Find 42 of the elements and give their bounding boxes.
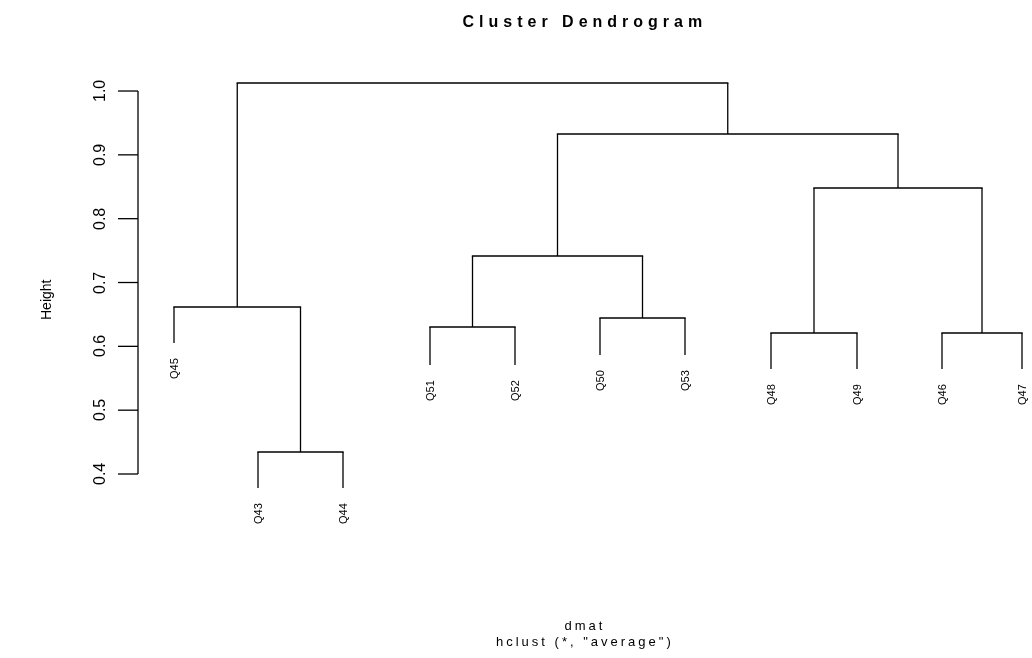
dendrogram-branch	[471, 255, 474, 328]
dendrogram-branch	[813, 187, 815, 334]
dendrogram-branch	[897, 133, 899, 189]
leaf-label: Q51	[424, 380, 436, 401]
leaf-label: Q50	[594, 370, 606, 391]
leaf-label: Q52	[509, 380, 521, 401]
leaf-label: Q48	[765, 384, 777, 405]
dendrogram-branch	[856, 332, 858, 370]
tick-label: 0.8	[92, 207, 108, 230]
dendrogram-branch	[599, 317, 601, 356]
dendrogram-branch	[981, 187, 983, 334]
tick-label: 1.0	[92, 79, 108, 102]
dendrogram-branch	[1021, 332, 1023, 370]
dendrogram-branch	[236, 82, 238, 308]
leaf-label: Q53	[679, 370, 691, 391]
dendrogram-branch	[257, 451, 259, 489]
dendrogram-branch	[299, 306, 302, 453]
leaf-label: Q47	[1016, 384, 1028, 405]
dendrogram-branch	[173, 306, 175, 344]
axis-title: Height	[39, 279, 53, 320]
leaf-label: Q43	[252, 503, 264, 524]
dendrogram-branch	[342, 451, 344, 489]
leaf-label: Q45	[168, 358, 180, 379]
dendrogram-branch	[556, 133, 559, 257]
leaf-label: Q44	[337, 503, 349, 524]
axis-title: dmat	[564, 619, 606, 632]
chart-title: Cluster Dendrogram	[462, 14, 708, 30]
tick-label: 0.7	[92, 271, 108, 294]
tick-label: 0.9	[92, 143, 108, 166]
axis-title: hclust (*, "average")	[496, 635, 674, 648]
dendrogram-branch	[727, 82, 729, 135]
dendrogram-branch	[429, 326, 431, 366]
dendrogram-branch	[684, 317, 686, 356]
tick-label: 0.6	[92, 335, 108, 358]
dendrogram-branch	[941, 332, 943, 370]
dendrogram-branch	[770, 332, 772, 370]
dendrogram-branch	[514, 326, 516, 366]
leaf-label: Q46	[936, 384, 948, 405]
dendrogram-branch	[641, 255, 644, 319]
tick-label: 0.4	[92, 462, 108, 485]
tick-label: 0.5	[92, 398, 108, 422]
leaf-label: Q49	[851, 384, 863, 405]
